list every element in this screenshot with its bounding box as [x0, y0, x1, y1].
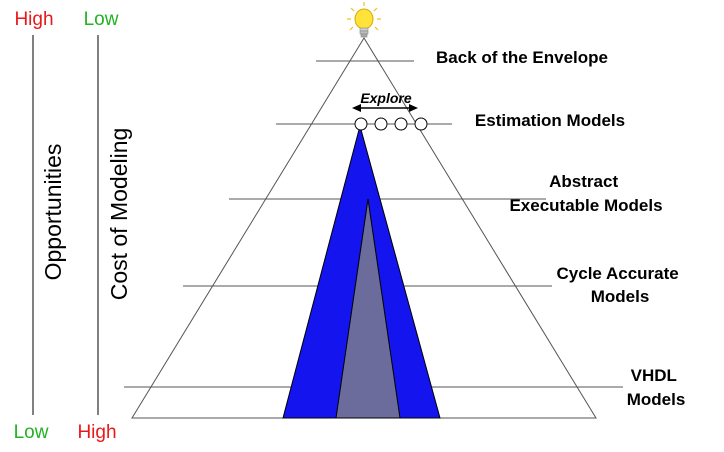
opportunities-axis-title: Opportunities	[40, 144, 66, 281]
explore-arrowhead-left-icon	[352, 104, 361, 112]
cost-axis-title: Cost of Modeling	[106, 128, 132, 301]
explore-circle	[414, 117, 428, 131]
opportunities-bottom-label: Low	[14, 422, 49, 443]
opportunities-top-label: High	[14, 9, 53, 30]
cost-bottom-label: High	[77, 422, 116, 443]
explore-circle	[374, 117, 388, 131]
label-cycle-accurate-models: Cycle Accurate Models	[557, 264, 684, 306]
explore-label: Explore	[360, 90, 412, 106]
explore-circle	[354, 117, 368, 131]
inner-cone	[335, 198, 401, 419]
lightbulb-icon	[347, 2, 381, 38]
label-abstract-executable-models: Abstract Executable Models	[509, 172, 662, 215]
cost-top-label: Low	[84, 9, 119, 30]
label-back-of-envelope: Back of the Envelope	[436, 48, 608, 67]
explore-arrowhead-right-icon	[409, 104, 418, 112]
label-estimation-models: Estimation Models	[475, 111, 625, 130]
explore-circle	[394, 117, 408, 131]
label-vhdl-models: VHDL Models	[627, 366, 686, 409]
